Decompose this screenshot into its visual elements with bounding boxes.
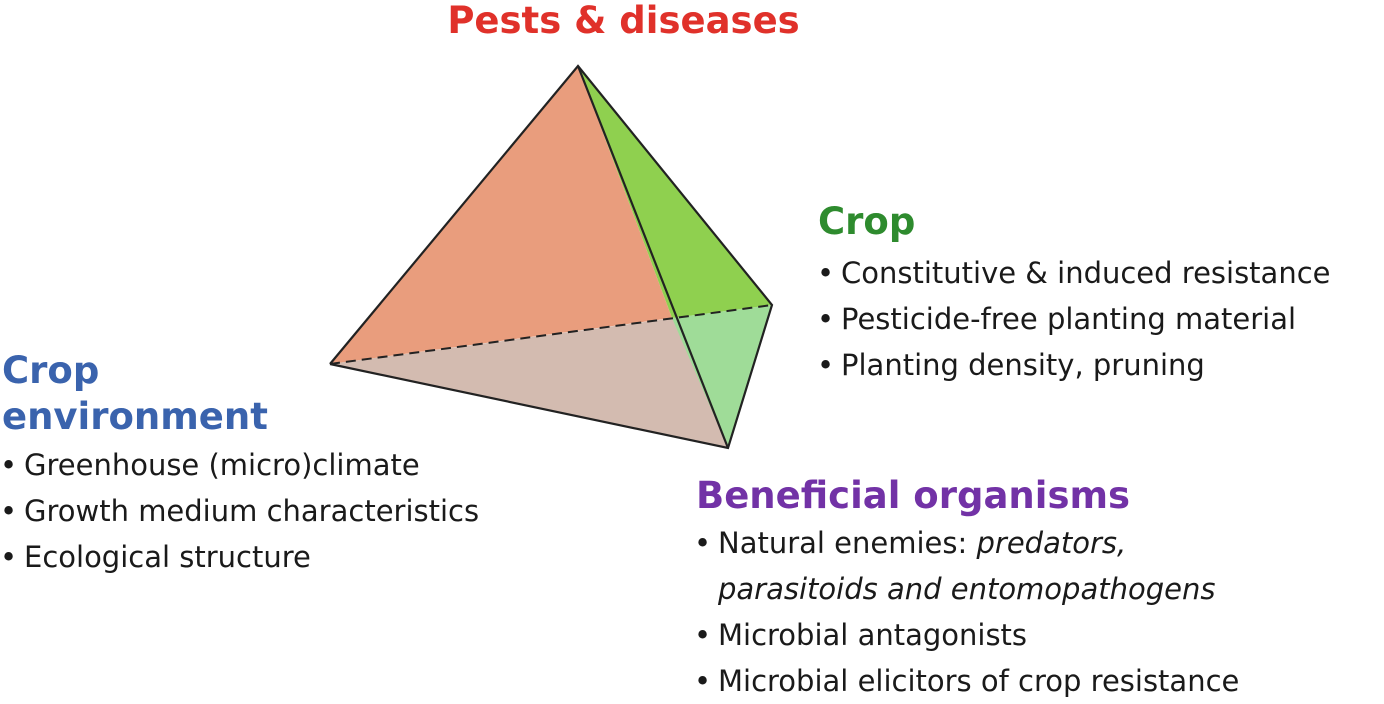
list-item: Ecological structure — [0, 534, 479, 580]
crop-list: Constitutive & induced resistance Pestic… — [817, 250, 1331, 388]
front-edge — [576, 65, 730, 449]
crop-environment-title: Crop environment — [2, 348, 268, 440]
right-face — [578, 66, 772, 318]
list-item: Greenhouse (micro)climate — [0, 442, 479, 488]
list-item: Pesticide-free planting material — [817, 296, 1331, 342]
crop-title: Crop — [818, 200, 916, 243]
hidden-edge — [329, 304, 773, 365]
natural-enemies-italic: predators, — [976, 526, 1127, 560]
beneficial-list: Natural enemies: predators, parasitoids … — [694, 520, 1239, 704]
natural-enemies-label: Natural enemies: — [718, 526, 977, 560]
front-face — [330, 66, 672, 364]
list-item: Constitutive & induced resistance — [817, 250, 1331, 296]
pests-diseases-title: Pests & diseases — [447, 0, 800, 42]
list-item: Natural enemies: predators, — [694, 520, 1239, 566]
environment-title-line1: Crop — [2, 349, 100, 392]
bottom-face — [330, 305, 772, 448]
environment-title-line2: environment — [2, 395, 268, 438]
list-item: Microbial antagonists — [694, 612, 1239, 658]
right-lower-face — [672, 305, 772, 448]
environment-list: Greenhouse (micro)climate Growth medium … — [0, 442, 479, 580]
list-item: Growth medium characteristics — [0, 488, 479, 534]
beneficial-organisms-title: Beneficial organisms — [696, 474, 1131, 517]
outline-edges — [329, 64, 774, 450]
natural-enemies-continuation: parasitoids and entomopathogens — [718, 572, 1216, 606]
list-item: Planting density, pruning — [817, 342, 1331, 388]
list-item: Microbial elicitors of crop resistance — [694, 658, 1239, 704]
